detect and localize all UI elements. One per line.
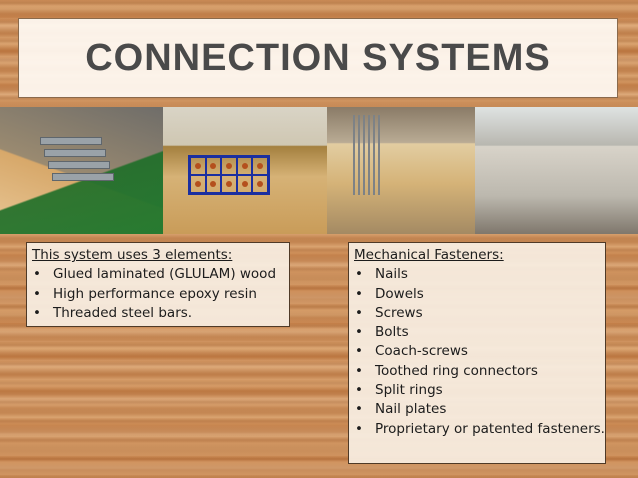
list-item: Bolts [354,323,605,343]
list-item: Proprietary or patented fasteners. [354,420,605,440]
steel-rod [358,115,360,195]
slide-title: CONNECTION SYSTEMS [85,36,551,79]
photo-glulam-beam-with-steel-bars [0,107,163,234]
list-item: Nails [354,265,605,285]
steel-bar [52,173,114,181]
steel-rod [368,115,370,195]
list-item: Glued laminated (GLULAM) wood [32,265,289,285]
mechanical-fasteners-list: Nails Dowels Screws Bolts Coach-screws T… [354,265,605,439]
list-item: High performance epoxy resin [32,285,289,305]
steel-rod [373,115,375,195]
photo-vertical-rods-in-beam [327,107,475,234]
photo-beam-with-steel-connector [475,107,638,234]
glulam-system-heading: This system uses 3 elements: [32,247,233,263]
list-item: Split rings [354,381,605,401]
list-item: Threaded steel bars. [32,304,289,324]
list-item: Screws [354,304,605,324]
list-item: Toothed ring connectors [354,362,605,382]
glulam-system-box: This system uses 3 elements: Glued lamin… [26,242,290,327]
glulam-system-list: Glued laminated (GLULAM) wood High perfo… [32,265,289,323]
mechanical-fasteners-box: Mechanical Fasteners: Nails Dowels Screw… [348,242,606,464]
photo-strip [0,107,638,234]
list-item: Dowels [354,285,605,305]
steel-bar [40,137,102,145]
title-box: CONNECTION SYSTEMS [18,18,618,98]
photo-beam-end-grid [163,107,327,234]
steel-rod [353,115,355,195]
drilled-hole-grid [188,155,270,195]
list-item: Coach-screws [354,342,605,362]
steel-rod [363,115,365,195]
steel-rod [378,115,380,195]
list-item: Nail plates [354,400,605,420]
steel-bar [44,149,106,157]
mechanical-fasteners-heading: Mechanical Fasteners: [354,247,504,263]
steel-bar [48,161,110,169]
